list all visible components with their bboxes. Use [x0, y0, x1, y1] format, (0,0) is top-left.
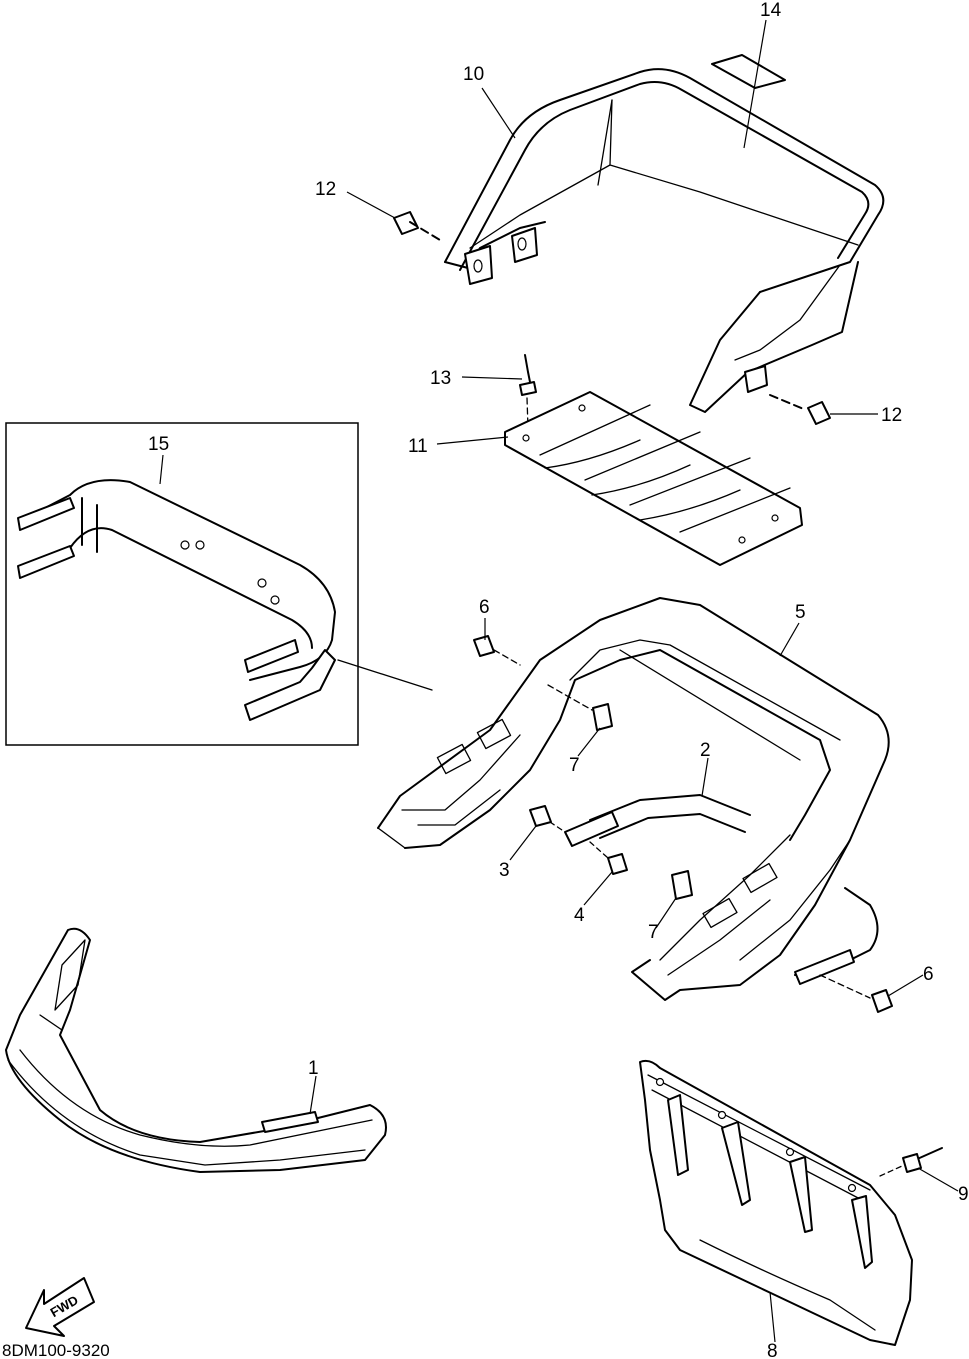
part-7-clip-lower — [671, 870, 693, 900]
part-8-mud-guard — [639, 1059, 913, 1346]
part-6-bolt-upper — [473, 635, 521, 666]
part-11-floor-plate — [504, 391, 803, 566]
callout-6-upper: 6 — [479, 597, 490, 618]
callout-15: 15 — [148, 434, 169, 455]
callout-14: 14 — [760, 0, 782, 21]
fwd-arrow: FWD — [25, 1277, 95, 1337]
callout-12-left: 12 — [315, 179, 336, 200]
part-13-rivet — [519, 354, 537, 429]
callout-4: 4 — [574, 905, 585, 926]
callout-7-lower: 7 — [648, 922, 659, 943]
part-7-clip-upper — [547, 684, 613, 731]
detail-pointer-line — [337, 659, 433, 691]
part-1-front-bumper — [5, 927, 387, 1173]
callout-6-lower: 6 — [923, 964, 934, 985]
callout-numbers: 14 10 12 12 13 11 15 6 5 7 2 3 4 7 6 1 9… — [148, 0, 969, 1359]
callout-10: 10 — [463, 64, 484, 85]
callout-11: 11 — [408, 436, 428, 457]
part-15-guard-bracket — [17, 479, 336, 721]
part-4-nut — [589, 841, 628, 875]
callout-1: 1 — [308, 1058, 319, 1079]
part-12-bolt-right — [769, 394, 831, 425]
part-9-rivet — [879, 1147, 943, 1177]
callout-8: 8 — [767, 1341, 778, 1359]
callout-13: 13 — [430, 368, 451, 389]
part-2-bracket — [564, 794, 751, 847]
callout-9: 9 — [958, 1184, 969, 1205]
part-10-rear-rack — [444, 68, 885, 413]
callout-2: 2 — [700, 740, 711, 761]
part-14-label — [711, 54, 786, 89]
drawing-code: 8DM100-9320 — [2, 1341, 110, 1359]
callout-3: 3 — [499, 860, 510, 881]
detail-inset-box — [5, 422, 359, 746]
part-5-main-frame — [377, 597, 890, 1001]
callout-12-right: 12 — [881, 405, 902, 426]
leader-lines — [159, 19, 959, 1343]
part-3-bolt — [529, 805, 566, 833]
callout-5: 5 — [795, 602, 806, 623]
part-12-bolt-left — [393, 211, 441, 241]
callout-7-upper: 7 — [569, 755, 580, 776]
part-6-bolt-lower — [819, 974, 893, 1013]
